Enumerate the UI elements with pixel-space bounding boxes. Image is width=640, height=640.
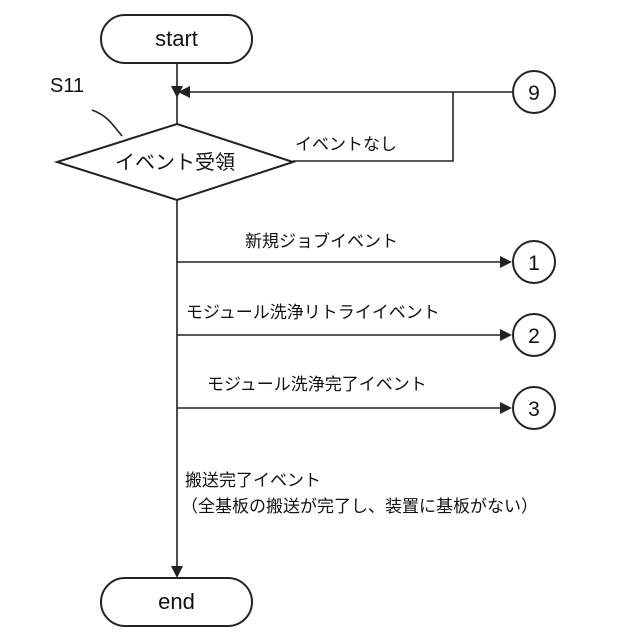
connector-3-label: 3 [528,398,540,421]
module-clean-done-label: モジュール洗浄完了イベント [207,375,427,394]
end-label: end [158,589,195,614]
step-label: S11 [50,75,84,97]
arrowhead-end [171,566,183,578]
arrowhead-connector-3 [500,402,512,414]
no-event-label: イベントなし [295,135,397,154]
connector-1-label: 1 [528,252,540,275]
arrowhead-connector-2 [500,329,512,341]
module-clean-retry-label: モジュール洗浄リトライイベント [186,303,440,322]
connector-2-label: 2 [528,325,540,348]
connector-9-label: 9 [528,82,540,105]
decision-label: イベント受領 [115,151,235,174]
start-label: start [155,26,198,51]
arrowhead-connector-1 [500,256,512,268]
step-label-leader [92,110,122,136]
transfer-done-label: 搬送完了イベント [185,471,321,490]
new-job-label: 新規ジョブイベント [245,231,398,251]
transfer-done-note: （全基板の搬送が完了し、装置に基板がない） [181,497,538,516]
